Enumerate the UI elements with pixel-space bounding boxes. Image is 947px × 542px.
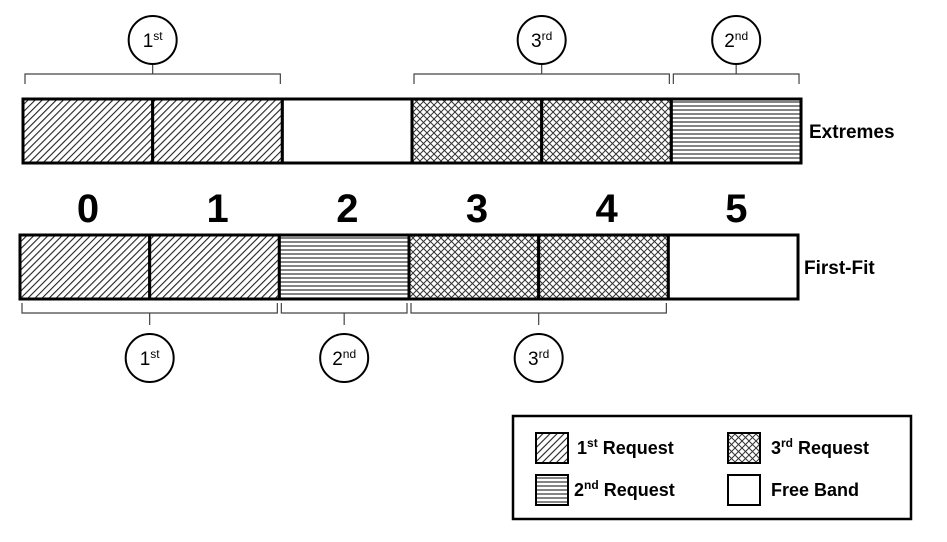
brace-first-fit-0 <box>21 303 278 325</box>
band-group-first-fit <box>18 233 800 301</box>
brace-extremes-0 <box>24 62 281 84</box>
brace-group-extremes: 1st 3rd 2nd <box>24 15 800 84</box>
legend-label-2nd-sup: nd <box>584 478 599 492</box>
legend-label-1st-num: 1 <box>577 438 587 458</box>
request-circle-first-fit-1 <box>319 333 370 383</box>
legend-label-3rd: 3rd Request <box>771 436 869 458</box>
request-label-first-fit-1-num: 2 <box>332 349 343 370</box>
request-label-extremes-0-sup: st <box>153 29 163 43</box>
row-label-extremes: Extremes <box>809 122 895 143</box>
request-label-extremes-1: 3rd <box>531 29 552 52</box>
brace-group-first-fit: 1st 2nd 3rd <box>21 303 667 383</box>
band-extremes-1 <box>151 97 284 165</box>
brace-extremes-2 <box>672 62 800 84</box>
legend-swatch-3rd <box>727 432 761 464</box>
request-label-extremes-0-num: 1 <box>143 31 154 52</box>
legend-label-1st-sup: st <box>587 436 598 450</box>
band-extremes-2 <box>280 97 414 165</box>
request-label-first-fit-0: 1st <box>140 347 161 370</box>
brace-extremes-1 <box>413 62 670 84</box>
request-label-first-fit-0-sup: st <box>150 347 160 361</box>
row-extremes: 1st 3rd 2nd Extremes <box>21 15 895 165</box>
request-circle-first-fit-0 <box>124 333 175 383</box>
request-label-extremes-2-sup: nd <box>735 29 748 43</box>
band-group-extremes <box>21 97 803 165</box>
band-extremes-0 <box>21 97 155 165</box>
brace-first-fit-1 <box>280 303 408 325</box>
request-circle-first-fit-2 <box>513 333 564 383</box>
row-first-fit: 1st 2nd 3rd First-Fit <box>18 233 875 383</box>
band-number-0: 0 <box>77 187 99 231</box>
request-label-first-fit-1-sup: nd <box>343 347 356 361</box>
band-number-4: 4 <box>596 187 619 231</box>
request-label-first-fit-0-num: 1 <box>140 349 151 370</box>
legend-label-free-text: Free Band <box>771 480 859 500</box>
legend-label-1st-text: Request <box>598 438 674 458</box>
band-number-1: 1 <box>207 187 229 231</box>
request-circle-extremes-2 <box>711 15 762 65</box>
brace-first-fit-2 <box>410 303 667 325</box>
band-first-fit-5 <box>666 233 800 301</box>
band-number-5: 5 <box>725 187 747 231</box>
band-number-group: 0 1 2 3 4 5 <box>77 187 748 231</box>
legend-label-1st: 1st Request <box>577 436 674 458</box>
request-label-extremes-1-sup: rd <box>542 29 553 43</box>
band-first-fit-2 <box>277 233 411 301</box>
legend-label-2nd-num: 2 <box>574 480 584 500</box>
legend-label-3rd-sup: rd <box>781 436 793 450</box>
band-first-fit-1 <box>148 233 281 301</box>
band-extremes-4 <box>540 97 673 165</box>
request-circle-extremes-1 <box>516 15 567 65</box>
band-number-3: 3 <box>466 187 488 231</box>
legend-swatch-free <box>727 474 761 506</box>
band-extremes-5 <box>669 97 803 165</box>
request-label-first-fit-2-num: 3 <box>528 349 539 370</box>
request-label-first-fit-1: 2nd <box>332 347 356 370</box>
legend-label-2nd: 2nd Request <box>574 478 675 500</box>
legend-swatch-2nd <box>535 474 569 506</box>
request-label-extremes-0: 1st <box>143 29 164 52</box>
request-label-first-fit-2-sup: rd <box>539 347 550 361</box>
legend-swatch-1st <box>535 432 569 464</box>
request-label-extremes-2: 2nd <box>724 29 748 52</box>
row-label-first-fit: First-Fit <box>804 258 875 279</box>
legend-label-free: Free Band <box>771 480 859 500</box>
request-circle-extremes-0 <box>127 15 178 65</box>
band-first-fit-3 <box>407 233 541 301</box>
legend-box <box>511 414 913 521</box>
band-first-fit-4 <box>537 233 670 301</box>
request-label-extremes-1-num: 3 <box>531 31 542 52</box>
legend-label-2nd-text: Request <box>599 480 675 500</box>
legend-label-3rd-num: 3 <box>771 438 781 458</box>
request-label-first-fit-2: 3rd <box>528 347 549 370</box>
band-extremes-3 <box>410 97 544 165</box>
band-first-fit-0 <box>18 233 152 301</box>
legend-label-3rd-text: Request <box>793 438 869 458</box>
request-label-extremes-2-num: 2 <box>724 31 735 52</box>
band-number-2: 2 <box>336 187 358 231</box>
